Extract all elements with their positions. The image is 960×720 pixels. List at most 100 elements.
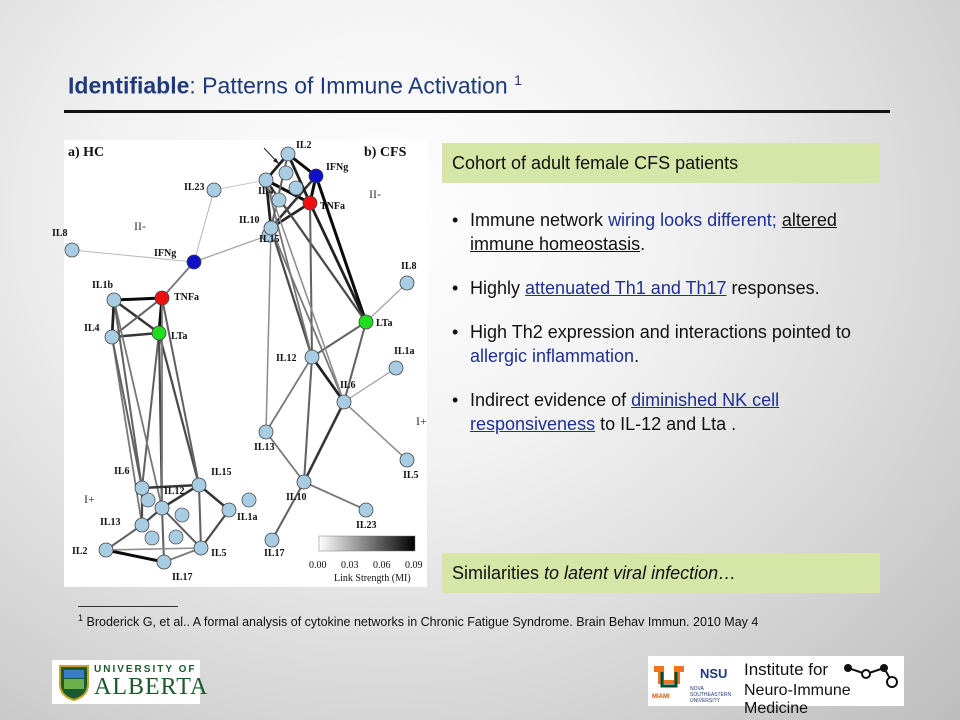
university-of-alberta-logo: UNIVERSITY OF ALBERTA	[52, 660, 207, 704]
nsu-text: NSU	[700, 666, 728, 681]
network-edge	[113, 296, 163, 302]
title-rule	[64, 110, 890, 113]
title-rest: : Patterns of Immune Activation	[189, 72, 508, 99]
network-edge	[265, 356, 313, 433]
network-edge	[271, 481, 305, 541]
network-edge	[265, 431, 305, 483]
bullet-text-part: allergic inflammation	[470, 346, 635, 366]
network-node-label: IL5	[211, 548, 227, 559]
finding-bullets: •Immune network wiring looks different; …	[452, 208, 892, 456]
network-node-label: IL1a	[394, 346, 415, 357]
network-node-label: IL17	[172, 572, 193, 583]
network-node-a-IL5	[193, 540, 209, 556]
alberta-crest-icon	[59, 665, 89, 702]
network-edge	[303, 481, 367, 511]
network-edge	[140, 332, 161, 489]
bullet-dot: •	[452, 322, 459, 342]
network-edge	[160, 297, 201, 486]
network-edge	[113, 298, 160, 335]
legend-colorbar	[318, 535, 416, 552]
panel-b-label: b) CFS	[364, 145, 407, 160]
network-edge	[314, 175, 368, 323]
network-edge	[105, 548, 165, 564]
bullet-text-part: to IL-12 and Lta .	[595, 414, 737, 434]
network-edge	[161, 507, 202, 549]
network-logo-icon	[844, 664, 898, 688]
similarities-prefix: Similarities	[452, 563, 545, 583]
network-edge	[365, 282, 408, 323]
region-label-hc: II-	[134, 219, 146, 233]
network-node-label: IL10	[286, 492, 307, 503]
network-node	[144, 530, 160, 546]
network-edge	[110, 336, 144, 489]
bullet-text-part: altered immune homeostasis	[470, 210, 837, 254]
miami-text: MIAMI	[652, 694, 670, 700]
network-node-label: IL13	[100, 517, 121, 528]
network-node-label: IL12	[164, 486, 185, 497]
network-node-label: IL1a	[237, 512, 258, 523]
bullet-text-part: Indirect evidence of	[470, 390, 632, 410]
network-node-label: IL2	[296, 140, 312, 151]
bullet-text-part: Highly	[470, 278, 526, 298]
network-edge	[343, 401, 408, 461]
bullet-item: •Indirect evidence of diminished NK cell…	[452, 388, 892, 436]
network-node-label: IL10	[239, 215, 260, 226]
network-node-label: LTa	[171, 331, 188, 342]
network-node-a-IL17	[156, 554, 172, 570]
legend-label: Link Strength (MI)	[334, 573, 411, 584]
bullet-dot: •	[452, 210, 459, 230]
network-edge	[343, 321, 367, 403]
network-node-label: IL12	[276, 353, 297, 364]
network-node-b-LTa	[358, 314, 374, 330]
network-node-b-IL13	[258, 424, 274, 440]
network-node-label: IL1b	[92, 280, 114, 291]
network-node	[168, 529, 184, 545]
network-edge	[310, 356, 346, 403]
network-node-label: IL4	[84, 323, 100, 334]
network-node-label: IL5	[403, 470, 419, 481]
network-node-a-IL2	[98, 542, 114, 558]
network-node-a-IL8	[64, 242, 80, 258]
network-edge	[213, 179, 267, 191]
legend-tick-label: 0.03	[341, 560, 359, 571]
network-edge	[308, 202, 368, 323]
network-node-a-IL12	[154, 500, 170, 516]
bullet-text-part: Immune network	[470, 210, 609, 230]
network-edge	[265, 179, 313, 358]
annotation-arrowhead	[273, 158, 279, 164]
slide-title: Identifiable: Patterns of Immune Activat…	[68, 72, 522, 100]
network-node	[174, 507, 190, 523]
network-node-a-TNFa	[154, 290, 170, 306]
footnote-rule	[78, 606, 178, 607]
region-label-hc-2: I+	[84, 492, 95, 506]
network-edge	[157, 332, 201, 486]
miami-u-icon	[654, 666, 684, 688]
network-node-b-IL8	[399, 275, 415, 291]
network-node-label: IFNg	[326, 162, 348, 173]
network-node-a-IFNg	[186, 254, 202, 270]
network-node	[241, 492, 257, 508]
legend-tick-label: 0.06	[373, 560, 391, 571]
network-node-b-IL2	[280, 146, 296, 162]
network-node-label: IL15	[259, 234, 280, 245]
network-node	[288, 180, 304, 196]
bullet-dot: •	[452, 390, 459, 410]
bullet-text-part: .	[640, 234, 646, 254]
network-node-label: IL15	[211, 467, 232, 478]
network-edge	[270, 227, 345, 403]
network-node-a-IL1b	[106, 292, 122, 308]
network-edge	[193, 189, 215, 263]
network-node-a-LTa	[151, 325, 167, 341]
bullet-item: •High Th2 expression and interactions po…	[452, 320, 892, 368]
institute-line-1: Institute for	[744, 660, 829, 679]
network-edge	[264, 179, 273, 229]
region-label-cfs: II-	[369, 187, 381, 201]
network-edge	[308, 202, 314, 358]
ua-top-text: UNIVERSITY OF	[94, 664, 197, 675]
network-node	[140, 492, 156, 508]
network-edge	[111, 336, 143, 526]
legend-tick-label: 0.00	[309, 560, 327, 571]
network-node-label: IL4	[258, 186, 274, 197]
network-edge	[302, 356, 314, 483]
